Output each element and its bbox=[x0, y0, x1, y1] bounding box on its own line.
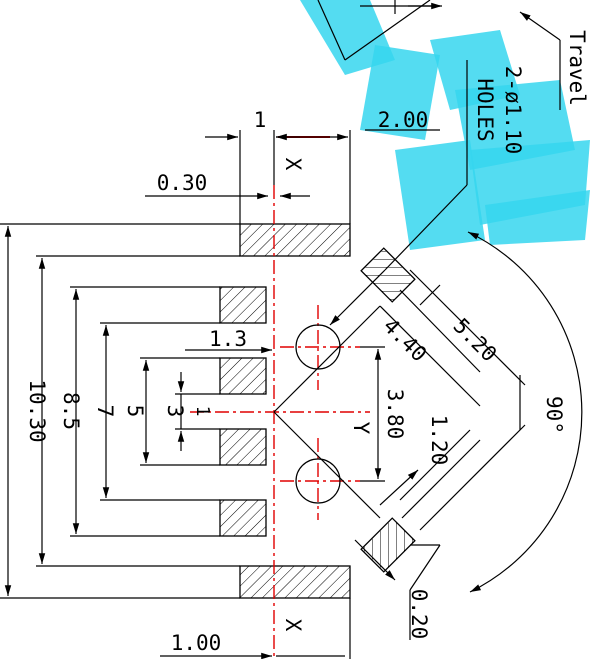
hole-top bbox=[295, 324, 341, 370]
diamond-outline bbox=[273, 305, 381, 519]
dim-120: 1.20 bbox=[427, 415, 451, 466]
vertical-dim-labels: 10.30 8.5 7 5 3 1 bbox=[25, 379, 213, 442]
dim-7: 7 bbox=[93, 405, 117, 418]
top-leaders bbox=[317, 0, 561, 326]
vertical-dimensions bbox=[0, 223, 240, 599]
pad-2 bbox=[219, 286, 267, 324]
dim-5: 5 bbox=[123, 405, 147, 418]
dim-200: 2.00 bbox=[378, 108, 429, 132]
dim-020: 0.20 bbox=[407, 589, 431, 640]
watermark-logo bbox=[300, 0, 590, 250]
label-travel: Travel bbox=[565, 30, 589, 106]
dim-pitch-1: 1 bbox=[254, 108, 267, 132]
dim-440: 4.40 bbox=[379, 314, 432, 367]
dim-3: 3 bbox=[163, 405, 187, 418]
label-holes-qty: 2-ø1.10 bbox=[501, 66, 525, 155]
dim-13: 1.3 bbox=[209, 327, 247, 351]
dim-100: 1.00 bbox=[171, 631, 222, 655]
pad-rotated-top bbox=[360, 247, 416, 303]
pad-group bbox=[219, 223, 416, 599]
pad-4 bbox=[219, 428, 267, 466]
dim-1: 1 bbox=[192, 406, 213, 417]
label-y: Y bbox=[349, 422, 373, 435]
dim-1030: 10.30 bbox=[25, 379, 49, 442]
dim-030: 0.30 bbox=[157, 171, 208, 195]
pad-rotated-bottom bbox=[360, 517, 416, 573]
pad-outer-bottom bbox=[239, 565, 351, 599]
dim-380: 3.80 bbox=[383, 389, 407, 440]
label-x-bottom: X bbox=[281, 619, 305, 632]
top-dimensions bbox=[145, 129, 440, 224]
dim-520: 5.20 bbox=[449, 314, 502, 367]
pad-5 bbox=[219, 499, 267, 537]
pad-outer-top bbox=[239, 223, 351, 257]
bottom-dimension bbox=[160, 598, 351, 659]
diagonal-dimensions bbox=[185, 231, 583, 640]
hole-bottom bbox=[295, 458, 341, 504]
angle-90: 90° bbox=[542, 396, 566, 434]
label-x-top: X bbox=[281, 158, 305, 171]
pad-3 bbox=[219, 357, 267, 395]
label-holes: HOLES bbox=[473, 78, 497, 141]
dim-85: 8.5 bbox=[59, 392, 83, 430]
